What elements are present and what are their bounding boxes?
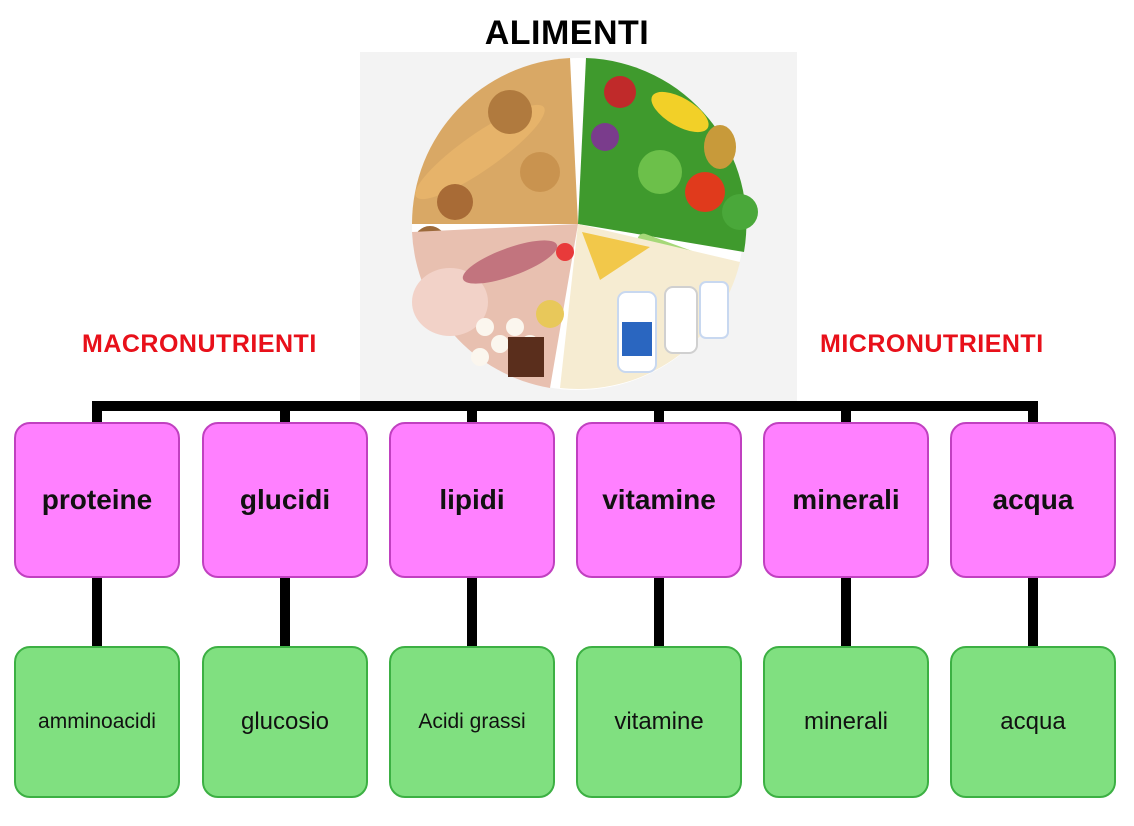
nutrient-box-acqua: acqua xyxy=(950,422,1116,578)
component-box-amminoacidi: amminoacidi xyxy=(14,646,180,798)
macronutrients-label: MACRONUTRIENTI xyxy=(82,330,317,358)
component-box-vitamine: vitamine xyxy=(576,646,742,798)
nutrient-box-proteine: proteine xyxy=(14,422,180,578)
nutrient-box-glucidi: glucidi xyxy=(202,422,368,578)
micronutrients-label: MICRONUTRIENTI xyxy=(820,330,1044,358)
component-box-minerali: minerali xyxy=(763,646,929,798)
diagram-title: ALIMENTI xyxy=(484,14,650,52)
food-plate-image xyxy=(360,52,797,404)
nutrient-box-vitamine: vitamine xyxy=(576,422,742,578)
nutrient-box-minerali: minerali xyxy=(763,422,929,578)
component-box-acidi-grassi: Acidi grassi xyxy=(389,646,555,798)
component-box-acqua: acqua xyxy=(950,646,1116,798)
nutrient-box-lipidi: lipidi xyxy=(389,422,555,578)
component-box-glucosio: glucosio xyxy=(202,646,368,798)
